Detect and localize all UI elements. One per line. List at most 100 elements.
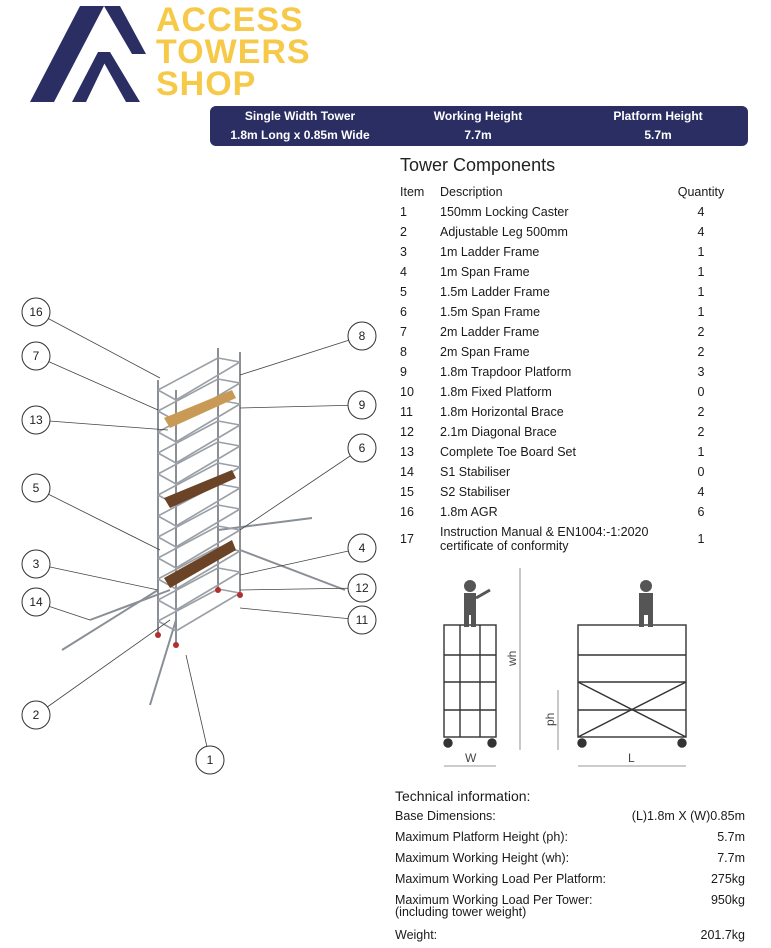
brand-line-2: TOWERS: [156, 33, 311, 71]
worker-figure-front: [639, 580, 653, 627]
tech-row: Base Dimensions: (L)1.8m X (W)0.85m: [395, 808, 745, 829]
callout-number: 8: [359, 329, 366, 343]
callout-marker: 12: [347, 573, 377, 603]
row-description: Complete Toe Board Set: [440, 445, 576, 459]
tower-frame: [61, 348, 346, 706]
row-quantity: 1: [697, 285, 705, 299]
row-description: 1.8m Horizontal Brace: [440, 405, 564, 419]
row-description: 1.5m Span Frame: [440, 305, 541, 319]
brand-line-1: ACCESS: [156, 1, 304, 39]
callout-leader: [239, 335, 363, 376]
tech-row: Maximum Platform Height (ph): 5.7m: [395, 829, 745, 850]
callout-leader: [35, 355, 159, 411]
row-item: 4: [400, 265, 407, 279]
row-item: 16: [400, 505, 414, 519]
side-elevation: [443, 624, 497, 748]
callout-leaders: [35, 311, 363, 761]
row-description: Adjustable Leg 500mm: [440, 225, 568, 239]
wh-label: wh: [505, 651, 519, 667]
callout-number: 6: [359, 441, 366, 455]
tower-type-title: Single Width Tower: [244, 109, 356, 123]
tech-label: Maximum Working Height (wh):: [395, 851, 570, 865]
tech-value: 7.7m: [717, 851, 745, 865]
w-label: W: [465, 751, 477, 765]
tower-elevation-diagram: wh ph W L: [443, 568, 687, 767]
row-description: 1.8m Fixed Platform: [440, 385, 552, 399]
components-header-row: Item Description Quantity: [400, 182, 740, 202]
callout-leader: [35, 311, 161, 379]
brand-mark-icon: [30, 6, 146, 102]
row-description: 1.8m AGR: [440, 505, 498, 519]
technical-title: Technical information:: [395, 788, 531, 804]
callout-marker: 4: [347, 533, 377, 563]
row-item: 14: [400, 465, 414, 479]
row-description: Instruction Manual & EN1004:-1:2020 cert…: [440, 525, 690, 553]
table-row: 16 1.8m AGR 6: [400, 502, 740, 522]
brand-wordmark: ACCESS TOWERS SHOP: [156, 1, 336, 103]
callout-marker: 9: [347, 390, 377, 420]
tower-type-value: 1.8m Long x 0.85m Wide: [230, 128, 370, 142]
tech-row: Maximum Working Load Per Platform:275kg: [395, 871, 745, 892]
callout-marker: 5: [21, 473, 51, 503]
lower-platform: [164, 540, 236, 588]
row-quantity: 6: [697, 505, 705, 519]
row-quantity: 2: [697, 325, 705, 339]
callout-number: 9: [359, 398, 366, 412]
row-description: 1m Span Frame: [440, 265, 530, 279]
row-item: 2: [400, 225, 407, 239]
row-quantity: 1: [697, 532, 705, 546]
top-platform: [164, 390, 236, 428]
table-row: 17 Instruction Manual & EN1004:-1:2020 c…: [400, 522, 740, 556]
weight-label: Weight:: [395, 928, 438, 942]
callout-number: 7: [33, 349, 40, 363]
platform-height-title: Platform Height: [613, 109, 703, 123]
callout-number: 3: [33, 557, 40, 571]
row-quantity: 2: [697, 405, 705, 419]
row-description: 1m Ladder Frame: [440, 245, 540, 259]
row-item: 5: [400, 285, 407, 299]
tech-value: (L)1.8m X (W)0.85m: [631, 809, 745, 823]
tech-label: Maximum Working Load Per Tower: (includi…: [395, 893, 655, 919]
row-quantity: 1: [697, 265, 705, 279]
row-item: 12: [400, 425, 414, 439]
callout-leader: [239, 447, 363, 531]
ph-label: ph: [543, 713, 557, 726]
tower-rungs: [157, 357, 241, 632]
row-item: 1: [400, 205, 407, 219]
row-quantity: 2: [697, 345, 705, 359]
tech-label: Maximum Working Load Per Platform:: [395, 872, 606, 886]
row-quantity: 4: [697, 205, 705, 219]
header-description: Description: [440, 185, 503, 199]
platform-height-value: 5.7m: [644, 128, 672, 142]
callout-marker: 16: [21, 297, 51, 327]
row-description: S2 Stabiliser: [440, 485, 511, 499]
platforms: [164, 390, 236, 588]
tech-label: Base Dimensions:: [395, 809, 496, 823]
tech-value: 5.7m: [717, 830, 745, 844]
callout-leader: [239, 607, 363, 621]
middle-platform: [164, 470, 236, 508]
callout-number: 1: [207, 753, 214, 767]
callout-number: 5: [33, 481, 40, 495]
row-item: 10: [400, 385, 414, 399]
brand-line-3: SHOP: [156, 65, 257, 103]
callout-leader: [35, 619, 171, 716]
tech-label: Maximum Platform Height (ph):: [395, 830, 568, 844]
callout-leader: [35, 419, 169, 431]
tower-load-label-line-1: Maximum Working Load Per Tower:: [395, 893, 593, 907]
tech-row: Weight: 201.7kg: [395, 927, 745, 948]
row-item: 9: [400, 365, 407, 379]
row-quantity: 0: [697, 465, 705, 479]
callout-marker: 3: [21, 549, 51, 579]
row-item: 6: [400, 305, 407, 319]
row-description: 2m Span Frame: [440, 345, 530, 359]
row-item: 8: [400, 345, 407, 359]
